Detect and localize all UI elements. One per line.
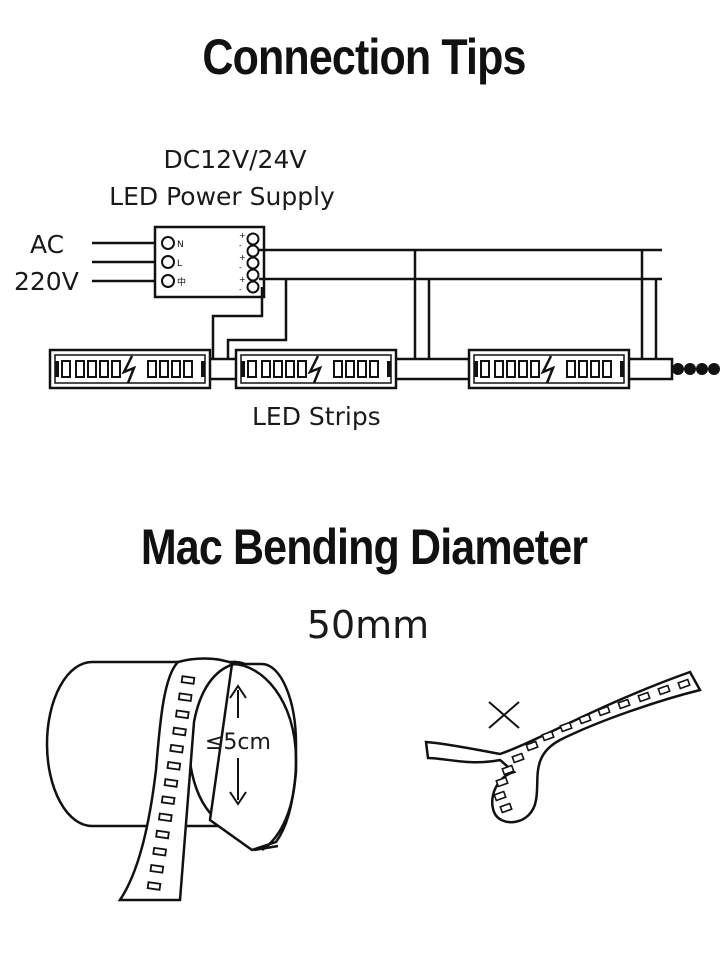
power-supply-label: LED Power Supply: [109, 182, 335, 211]
solder-pad: [55, 361, 59, 377]
tape-roll-illustration: [45, 657, 298, 902]
led-chip: [160, 795, 176, 805]
led-chip: [597, 705, 611, 717]
led-chip: [155, 829, 170, 840]
curl-led-chips: [493, 678, 691, 814]
led-chip: [152, 846, 168, 857]
led-chip: [566, 360, 576, 378]
led-chip: [99, 360, 109, 378]
led-chip: [163, 778, 179, 788]
led-strips: [48, 348, 720, 390]
title-bending-diameter: Mac Bending Diameter: [140, 519, 588, 575]
led-chip: [590, 360, 600, 378]
led-chip: [169, 743, 185, 754]
terminal-ground: [161, 274, 175, 288]
terminal-label-plus-2: +: [239, 253, 246, 262]
led-chip: [183, 360, 193, 378]
wrong-bend-illustration: [424, 670, 702, 824]
led-chip: [149, 864, 165, 874]
led-chip: [657, 684, 671, 696]
led-chip: [518, 360, 528, 378]
led-chip: [75, 360, 85, 378]
led-chip: [166, 761, 182, 771]
solder-pad: [474, 361, 478, 377]
led-chip: [157, 812, 173, 823]
led-chip: [111, 360, 121, 378]
terminal-label-n: N: [177, 240, 184, 250]
terminal-label-minus-3: -: [239, 285, 242, 294]
led-chip: [177, 692, 193, 702]
led-chip: [501, 764, 515, 776]
led-chip: [297, 360, 307, 378]
led-chip: [357, 360, 367, 378]
led-chip: [511, 752, 525, 764]
led-chip: [578, 360, 588, 378]
led-chip: [273, 360, 283, 378]
led-chip: [677, 678, 691, 690]
led-chip: [499, 802, 513, 814]
led-chip: [602, 360, 612, 378]
bend-limit-label: ≤5cm: [205, 730, 271, 755]
led-chip: [369, 360, 379, 378]
led-chip: [617, 698, 631, 710]
led-chip: [578, 713, 592, 725]
led-chip: [493, 790, 507, 802]
led-chip: [559, 721, 573, 733]
title-connection-tips: Connection Tips: [202, 29, 526, 85]
led-segment-group: [55, 355, 205, 384]
led-chip: [541, 730, 555, 742]
led-chip: [172, 726, 187, 737]
led-strips-label: LED Strips: [252, 402, 381, 431]
terminal-label-plus-1: +: [239, 231, 246, 240]
power-supply-box: N L 中 + - + - + -: [153, 225, 266, 299]
cut-mark: [121, 355, 137, 384]
diameter-arrow: [229, 684, 247, 806]
led-segment-group: [474, 355, 624, 384]
roll-led-chips: [146, 675, 196, 891]
led-chip: [159, 360, 169, 378]
dc-output-wires: [211, 248, 662, 360]
diameter-value: 50mm: [306, 603, 430, 647]
ac-voltage-label: 220V: [14, 267, 79, 296]
led-chip: [333, 360, 343, 378]
led-chip: [180, 675, 196, 685]
led-chip: [345, 360, 355, 378]
led-chip: [171, 360, 181, 378]
led-chip: [261, 360, 271, 378]
terminal-label-plus-3: +: [239, 275, 246, 284]
end-connector-dots: [672, 363, 720, 375]
terminal-label-l: L: [177, 259, 182, 269]
led-segment-group: [241, 355, 391, 384]
terminal-label-minus-2: -: [239, 263, 242, 272]
led-chip: [247, 360, 257, 378]
solder-pad: [387, 361, 391, 377]
led-chip: [494, 360, 504, 378]
led-chip: [61, 360, 71, 378]
led-chip: [530, 360, 540, 378]
terminal-label-minus-1: -: [239, 241, 242, 250]
cut-mark: [307, 355, 323, 384]
power-supply-voltage-label: DC12V/24V: [163, 145, 307, 174]
terminal-n: [161, 236, 175, 250]
cut-mark: [540, 355, 556, 384]
ac-input-wires: [92, 241, 156, 283]
led-chip: [147, 360, 157, 378]
led-chip: [87, 360, 97, 378]
led-chip: [480, 360, 490, 378]
wrong-cross-icon: [488, 701, 520, 729]
led-chip: [506, 360, 516, 378]
solder-pad: [201, 361, 205, 377]
led-chip: [174, 709, 190, 720]
led-chip: [495, 776, 509, 788]
ac-label: AC: [30, 230, 65, 259]
led-chip: [525, 740, 539, 752]
terminal-label-ground: 中: [177, 276, 186, 288]
solder-pad: [620, 361, 624, 377]
led-chip: [146, 881, 162, 891]
terminal-l: [161, 255, 175, 269]
led-chip: [285, 360, 295, 378]
solder-pad: [241, 361, 245, 377]
led-chip: [637, 691, 651, 703]
